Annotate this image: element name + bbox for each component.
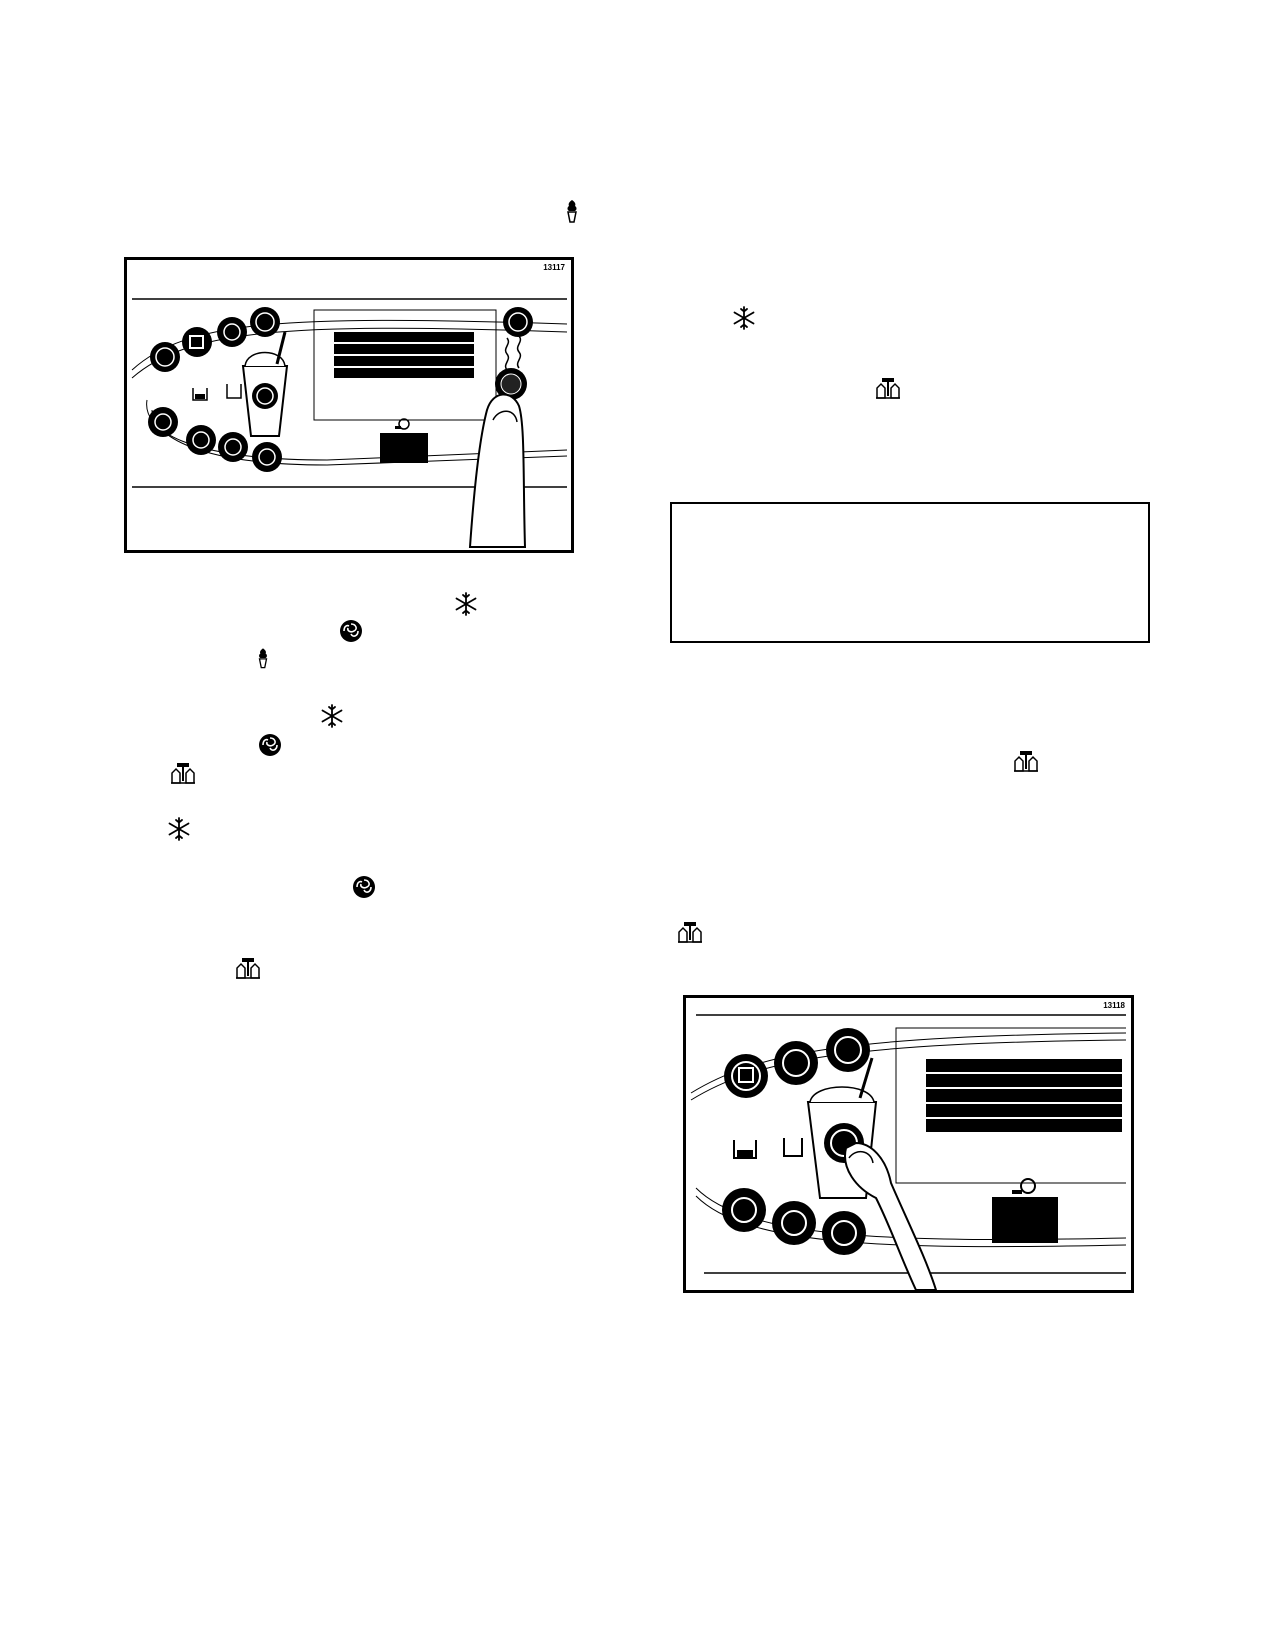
- swirl-icon: [353, 876, 375, 898]
- freeze-button-right: [503, 307, 533, 337]
- control-panel-illustration: [131, 298, 568, 548]
- swirl-icon: [259, 734, 281, 756]
- standby-button: [217, 317, 247, 347]
- milkshake-standby-icon: [1014, 751, 1038, 772]
- note-box: [670, 502, 1150, 643]
- auto-button-pressed: [495, 368, 527, 400]
- cone-icon: [567, 200, 577, 223]
- control-panel-illustration: [690, 1014, 1127, 1290]
- snowflake-icon: [168, 817, 190, 841]
- milkshake-standby-icon: [876, 378, 900, 399]
- snowflake-icon: [733, 306, 755, 330]
- milkshake-standby-icon: [236, 958, 260, 979]
- snowflake-icon: [321, 704, 343, 728]
- swirl-icon: [340, 620, 362, 642]
- figure-number: 13118: [1103, 1001, 1125, 1010]
- freeze-button-left: [250, 307, 280, 337]
- mix-button: [182, 327, 212, 357]
- milkshake-standby-icon: [171, 763, 195, 784]
- figure-2-panel: 13118: [683, 995, 1134, 1293]
- snowflake-icon: [455, 592, 477, 616]
- milkshake-standby-icon: [678, 922, 702, 943]
- wash-button: [150, 342, 180, 372]
- figure-1-panel: 13117: [124, 257, 574, 553]
- figure-number: 13117: [543, 263, 565, 272]
- cone-icon: [258, 648, 268, 669]
